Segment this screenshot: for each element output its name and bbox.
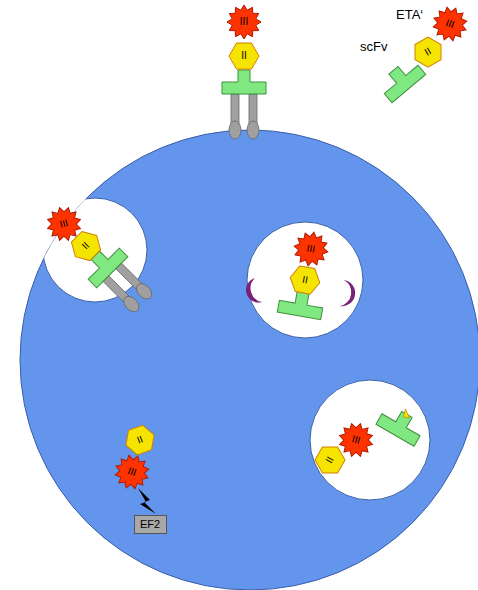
toxin-domain-iii: III (227, 5, 261, 39)
hexagon-shape (408, 33, 447, 71)
vesicle-scfv (376, 400, 428, 446)
toxin-domain-iii: III (291, 229, 330, 268)
target-protein-box: EF2 (134, 515, 167, 534)
toxin-domain-ii: II (288, 265, 322, 296)
node-text: II (241, 51, 247, 61)
cell-body (20, 130, 478, 590)
vesicle (310, 380, 430, 500)
free-scfv (377, 56, 426, 103)
endosome-scfv (277, 288, 324, 319)
toxin-domain-iii: III (428, 2, 472, 46)
protease (340, 280, 355, 306)
star-shape (110, 450, 154, 494)
protease (246, 278, 262, 302)
toxin-domain-ii: II (408, 33, 447, 71)
hexagon-shape (229, 43, 259, 69)
toxin-domain-ii: II (229, 43, 259, 69)
inhibition-bolt (138, 488, 156, 514)
hexagon-shape (66, 226, 106, 266)
node-text: III (240, 17, 248, 27)
star-shape (428, 2, 472, 46)
star-shape (291, 229, 330, 268)
part-label: ETA‘ (396, 8, 423, 22)
endocytic-pit (43, 198, 147, 302)
hexagon-shape (121, 423, 158, 458)
node-text: EF2 (140, 519, 160, 530)
node-text: III (306, 243, 316, 254)
endosome (247, 222, 363, 338)
rect-shape (134, 515, 166, 533)
hexagon-shape (311, 440, 349, 479)
part-label: scFv (360, 40, 387, 54)
surface-complex (222, 70, 266, 139)
star-shape (227, 5, 261, 39)
hexagon-shape (288, 265, 322, 296)
